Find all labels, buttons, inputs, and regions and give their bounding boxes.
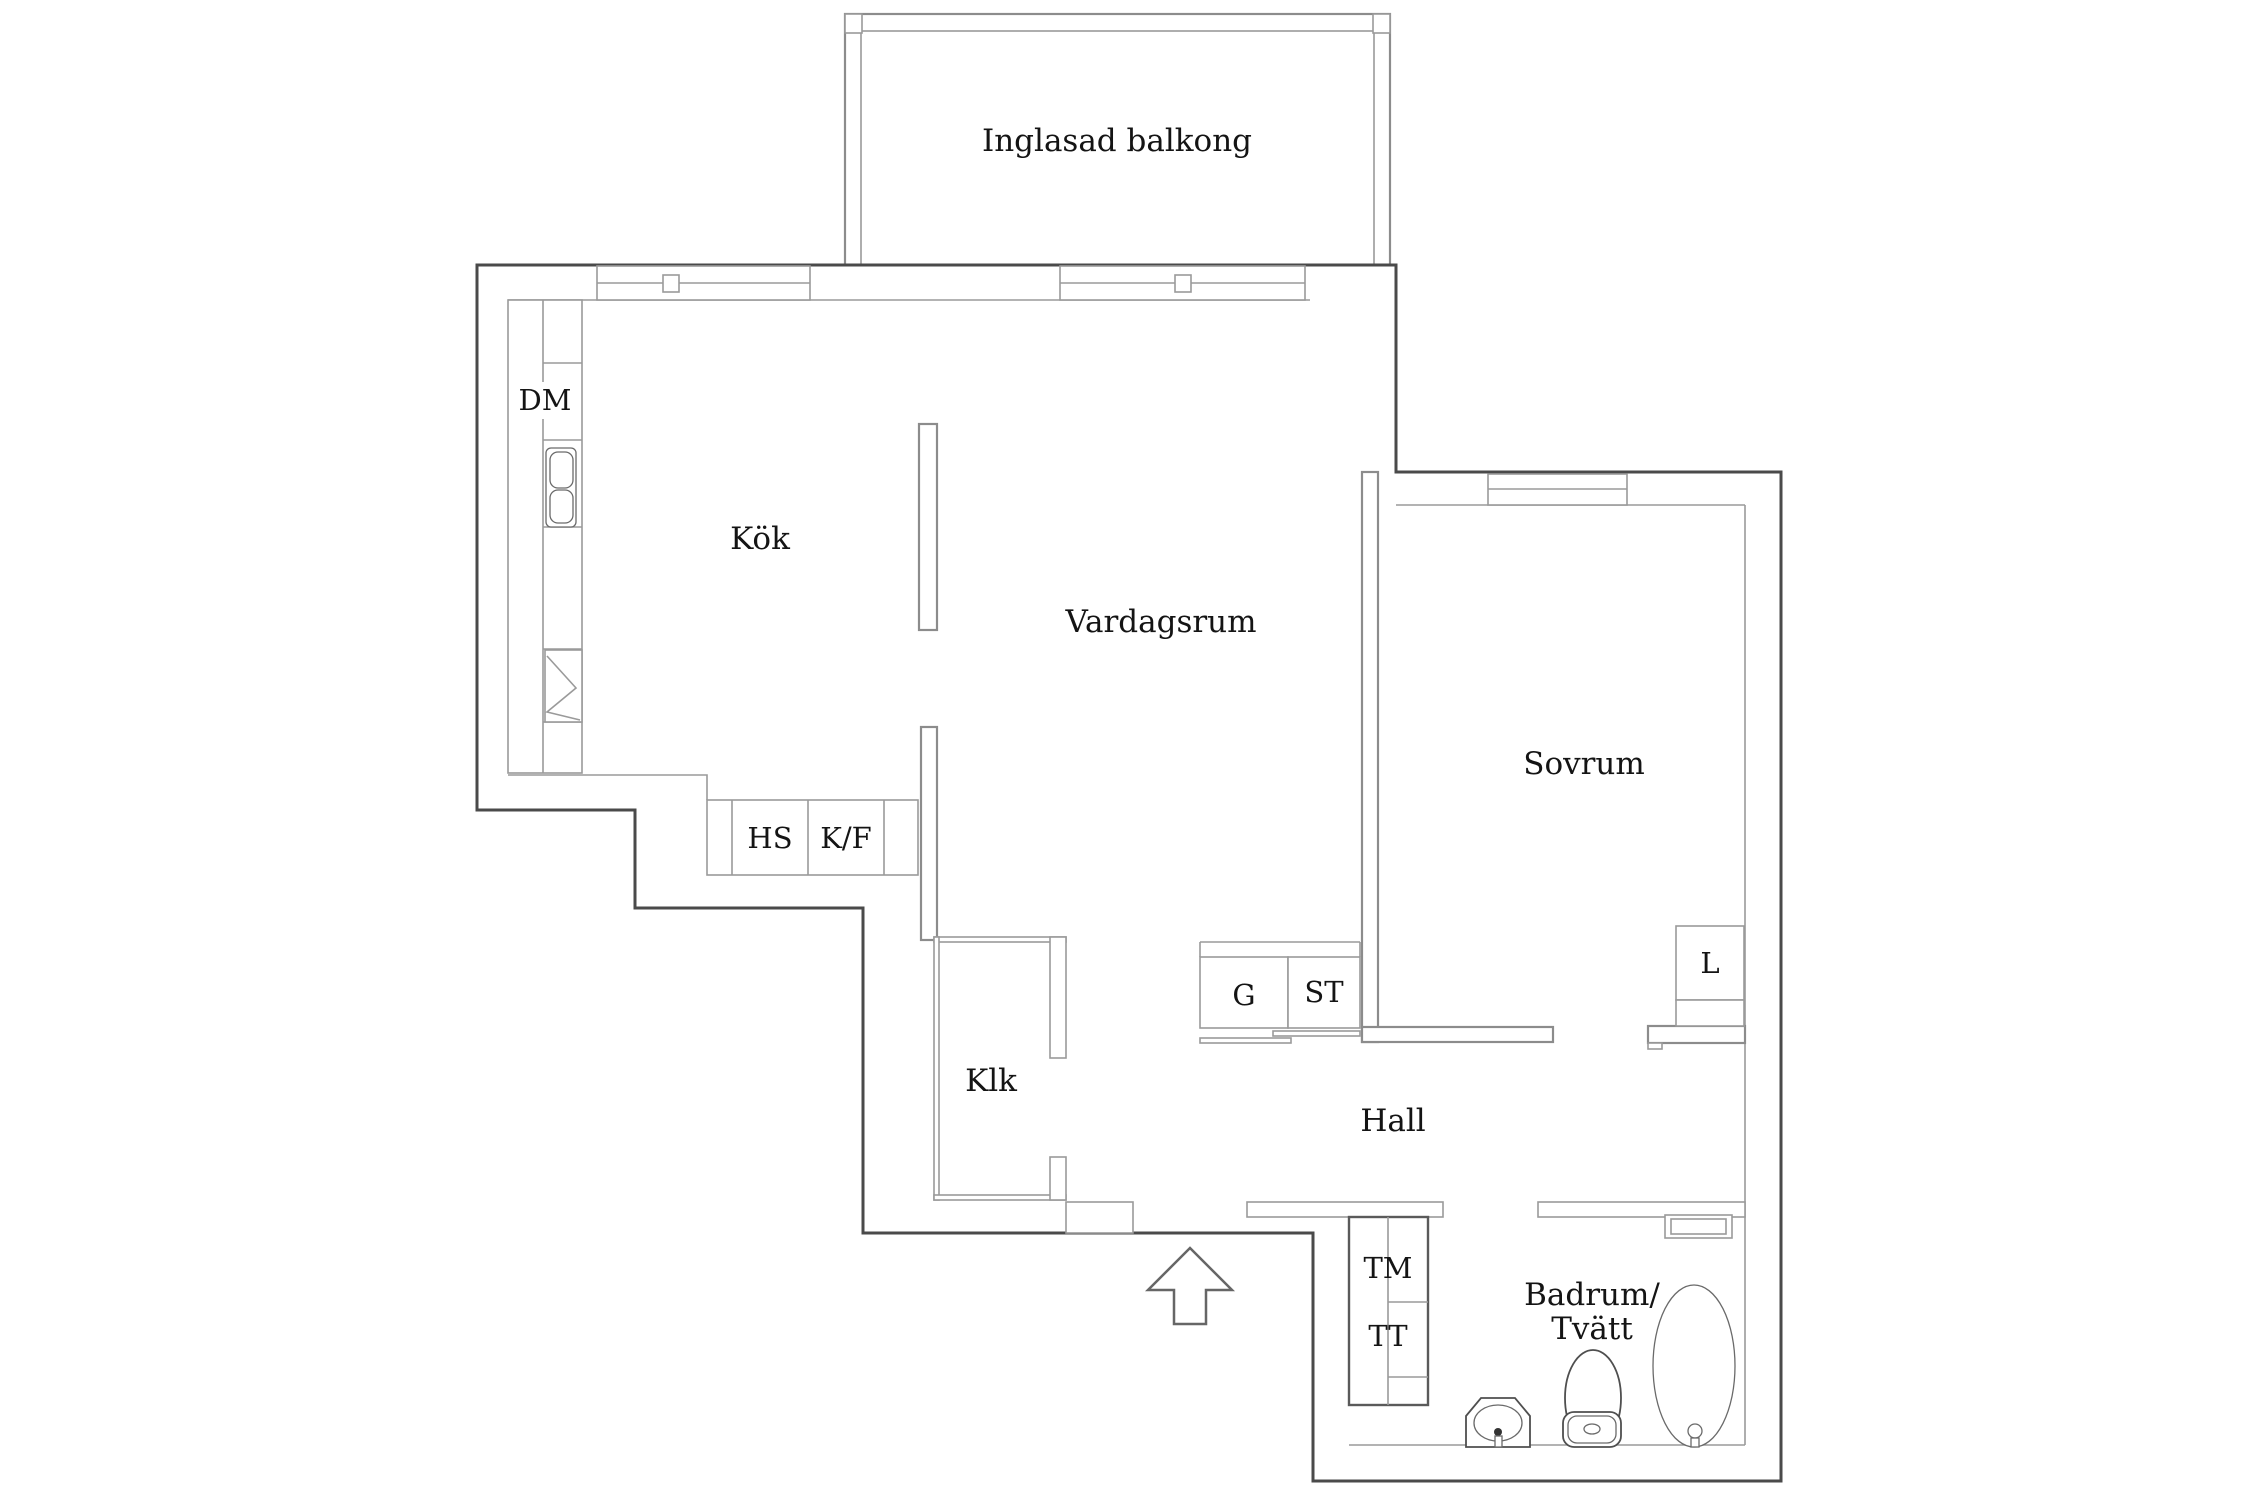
stove-icon bbox=[544, 649, 583, 723]
bathroom-label-line2: Tvätt bbox=[1551, 1311, 1633, 1347]
kitchen-cabinet-row: HS K/F bbox=[706, 799, 919, 876]
sliding-door-track-left bbox=[1199, 1037, 1292, 1044]
living-bedroom-wall bbox=[1360, 470, 1380, 1044]
tumble-dryer-label: TT bbox=[1368, 1319, 1408, 1353]
wardrobe-label: G bbox=[1232, 978, 1255, 1012]
entry-wall-step bbox=[1065, 1201, 1134, 1234]
bathroom-radiator-icon bbox=[1664, 1214, 1733, 1239]
bathroom-sink-icon bbox=[1465, 1397, 1531, 1448]
living-room-window bbox=[1059, 265, 1306, 301]
dishwasher-label-bg bbox=[514, 382, 576, 419]
balcony-label: Inglasad balkong bbox=[982, 123, 1252, 159]
living-room-label: Vardagsrum bbox=[1064, 604, 1256, 640]
bedroom-closet-wall bbox=[1646, 1024, 1747, 1045]
balcony: Inglasad balkong bbox=[843, 12, 1392, 267]
sliding-door-track-right bbox=[1272, 1030, 1361, 1037]
klk-right-wall-upper bbox=[1049, 936, 1067, 1059]
bedroom-label: Sovrum bbox=[1523, 746, 1645, 782]
klk-left-wall bbox=[933, 936, 940, 1201]
hall-closets: G ST bbox=[1199, 941, 1361, 1044]
kitchen-living-divider-upper bbox=[917, 422, 939, 632]
kitchen-floor-edge bbox=[508, 774, 708, 800]
entrance-arrow-icon bbox=[1144, 1246, 1236, 1326]
bathroom-top-wall-right bbox=[1537, 1201, 1746, 1218]
laundry-stack: TM TT bbox=[1347, 1215, 1430, 1407]
hall-bedroom-wall bbox=[1360, 1025, 1555, 1044]
linen-closet-box bbox=[1675, 925, 1745, 1001]
walk-in-closet: Klk bbox=[933, 936, 1067, 1201]
bedroom-linen-closet: L bbox=[1675, 925, 1745, 1027]
klk-bottom-wall bbox=[933, 1194, 1067, 1201]
toilet-icon bbox=[1562, 1349, 1622, 1448]
kitchen-counter: DM bbox=[507, 299, 583, 774]
cabinet-row-outline bbox=[706, 799, 919, 876]
kitchen-sink-icon bbox=[545, 447, 577, 528]
bathroom-label-line1: Badrum/ bbox=[1524, 1277, 1660, 1313]
washing-machine-label: TM bbox=[1363, 1251, 1412, 1285]
klk-right-wall-stub bbox=[1049, 1156, 1067, 1201]
closet-label: Klk bbox=[965, 1063, 1017, 1099]
kitchen-window-mullion bbox=[662, 274, 680, 293]
apartment-outer-wall bbox=[475, 263, 1783, 1483]
klk-top-wall bbox=[933, 936, 1067, 943]
balcony-corner-post-left bbox=[844, 13, 863, 34]
bathroom-top-wall-left bbox=[1246, 1201, 1444, 1218]
living-window-mullion bbox=[1174, 274, 1192, 293]
kitchen-window bbox=[596, 265, 811, 301]
tall-cabinet-label: HS bbox=[747, 821, 792, 855]
cleaning-closet-label: ST bbox=[1304, 975, 1344, 1009]
dishwasher-label: DM bbox=[519, 383, 572, 417]
hall-label: Hall bbox=[1360, 1103, 1425, 1139]
kitchen-living-divider-lower bbox=[919, 725, 939, 942]
balcony-corner-post-right bbox=[1372, 13, 1391, 34]
bathtub-icon bbox=[1652, 1284, 1736, 1448]
linen-closet-label: L bbox=[1700, 946, 1719, 980]
bedroom-wall-step bbox=[1647, 1042, 1663, 1050]
kitchen-label: Kök bbox=[730, 521, 790, 557]
cleaning-closet-box bbox=[1287, 956, 1361, 1029]
linen-closet-shelf bbox=[1675, 999, 1745, 1027]
bedroom-window bbox=[1487, 473, 1628, 506]
fridge-freezer-label: K/F bbox=[820, 821, 872, 855]
